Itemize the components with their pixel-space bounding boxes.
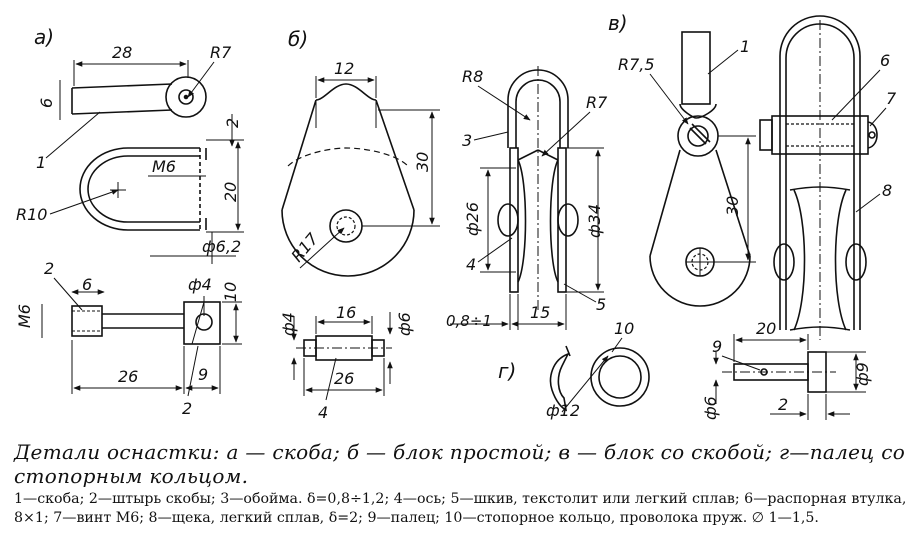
dim-16-b: 16 (336, 303, 356, 322)
dim-r8: R8 (462, 67, 483, 86)
panel-b-label: б) (288, 27, 308, 51)
dim-phi-34: ф34 (585, 204, 604, 238)
panel-g: г) 10 ф12 (498, 319, 650, 420)
dim-m6-a: М6 (152, 157, 176, 176)
dim-15: 15 (530, 303, 550, 322)
callout-4-v: 4 (466, 255, 476, 274)
dim-phi-12: ф12 (546, 401, 580, 420)
dim-phi-4-a: ф4 (188, 275, 212, 294)
dim-r7-5: R7,5 (618, 55, 655, 74)
callout-10: 10 (614, 319, 634, 338)
axle-view (296, 335, 392, 361)
dim-28: 28 (112, 43, 132, 62)
dim-gap-2: 2 (223, 118, 242, 128)
dim-26-a: 26 (118, 367, 138, 386)
technical-drawing: а) 28 R7 6 1 (15, 11, 897, 422)
callout-7: 7 (886, 89, 897, 108)
dim-20-v: 20 (756, 319, 776, 338)
panel-v-label: в) (608, 11, 628, 35)
panel-g-label: г) (498, 359, 516, 383)
dim-m6-pin: М6 (15, 304, 34, 328)
simple-block-view (281, 83, 415, 277)
callout-9: 9 (712, 337, 722, 356)
block-with-bracket-view (649, 31, 751, 307)
panel-v-section: R8 R7 3 ф26 ф34 4 5 15 0,8÷1 (446, 66, 608, 330)
dim-thickness: 0,8÷1 (446, 312, 492, 330)
dim-26-b: 26 (334, 369, 354, 388)
dim-phi-4-b: ф4 (279, 312, 298, 336)
dim-phi-6-2: ф6,2 (202, 237, 241, 256)
dim-30-b: 30 (413, 152, 432, 172)
callout-3: 3 (462, 131, 472, 150)
panel-b: б) 12 30 R17 16 (279, 27, 440, 422)
dim-phi-9: ф9 (853, 362, 872, 386)
callout-6: 6 (880, 51, 890, 70)
callout-1-v: 1 (740, 37, 750, 56)
dim-9-a: 9 (198, 365, 208, 384)
bracket-pin-view (71, 301, 221, 345)
dim-thick-6: 6 (37, 98, 56, 108)
callout-5: 5 (596, 295, 606, 314)
dim-phi-26: ф26 (463, 202, 482, 236)
sheave-section-view (497, 66, 579, 310)
dim-phi-6-b: ф6 (395, 312, 414, 336)
callout-2-a-top: 2 (44, 259, 54, 278)
bracket-flat-view (71, 76, 207, 118)
dim-20-a: 20 (221, 182, 240, 202)
panel-a: а) 28 R7 6 1 (15, 25, 244, 418)
dim-phi-6-v: ф6 (701, 396, 720, 420)
callout-1-a: 1 (36, 153, 46, 172)
dim-12-b: 12 (334, 59, 354, 78)
panel-v: в) R7,5 1 30 (608, 11, 897, 420)
pin-view (722, 351, 836, 393)
dim-30-v: 30 (723, 196, 742, 216)
figure-caption: Детали оснастки: а — скоба; б — блок про… (14, 440, 906, 488)
callout-2-a-bottom: 2 (182, 399, 192, 418)
dim-r10: R10 (16, 205, 47, 224)
panel-a-label: а) (34, 25, 54, 49)
dim-2-v: 2 (778, 395, 788, 414)
callout-8: 8 (882, 181, 892, 200)
block-side-view (759, 15, 878, 340)
dim-r7-v: R7 (586, 93, 608, 112)
dim-10: 10 (221, 282, 240, 302)
dim-r17: R17 (287, 229, 322, 266)
figure-legend: 1—скоба; 2—штырь скобы; 3—обойма. δ=0,8÷… (14, 491, 907, 526)
u-bracket-view (79, 147, 207, 231)
dim-thread-6: 6 (82, 275, 92, 294)
dim-r7-a: R7 (210, 43, 232, 62)
callout-4-b: 4 (318, 403, 328, 422)
